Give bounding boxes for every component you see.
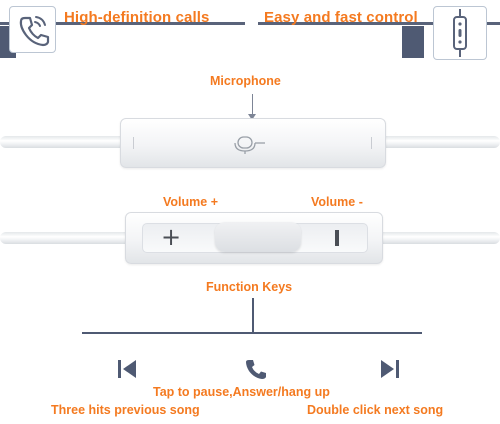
volume-up-label: Volume +: [163, 195, 218, 209]
banner-block-right: [402, 26, 424, 58]
volume-module: +: [125, 212, 383, 264]
phone-icon: [246, 360, 266, 379]
right-title: Easy and fast control: [264, 9, 418, 26]
module-seam-right: [371, 137, 372, 149]
volume-up-button[interactable]: +: [161, 223, 182, 251]
previous-track-icon: [118, 360, 136, 378]
microphone-icon: [234, 136, 265, 154]
left-title: High-definition calls: [64, 9, 210, 26]
volume-down-label: Volume -: [311, 195, 363, 209]
microphone-module: [120, 118, 386, 168]
center-function-button[interactable]: [215, 222, 301, 252]
function-keys-pointer: [252, 298, 254, 332]
remote-control-icon: [433, 6, 487, 60]
function-keys-divider: [82, 332, 422, 334]
microphone-pointer-head: [248, 114, 256, 120]
microphone-pointer: [252, 94, 253, 116]
microphone-label: Microphone: [210, 74, 281, 88]
module-seam-left: [133, 137, 134, 149]
banner-line-right: [258, 22, 500, 25]
next-song-instruction: Double click next song: [307, 403, 444, 417]
tap-to-pause-instruction: Tap to pause,Answer/hang up: [153, 385, 330, 399]
volume-down-button[interactable]: [335, 230, 339, 246]
banner-line-left: [0, 22, 245, 25]
volume-button-track: +: [142, 222, 368, 253]
next-track-icon: [381, 360, 399, 378]
previous-song-instruction: Three hits previous song: [51, 403, 200, 417]
phone-call-icon: [9, 6, 56, 53]
function-keys-label: Function Keys: [206, 280, 293, 294]
